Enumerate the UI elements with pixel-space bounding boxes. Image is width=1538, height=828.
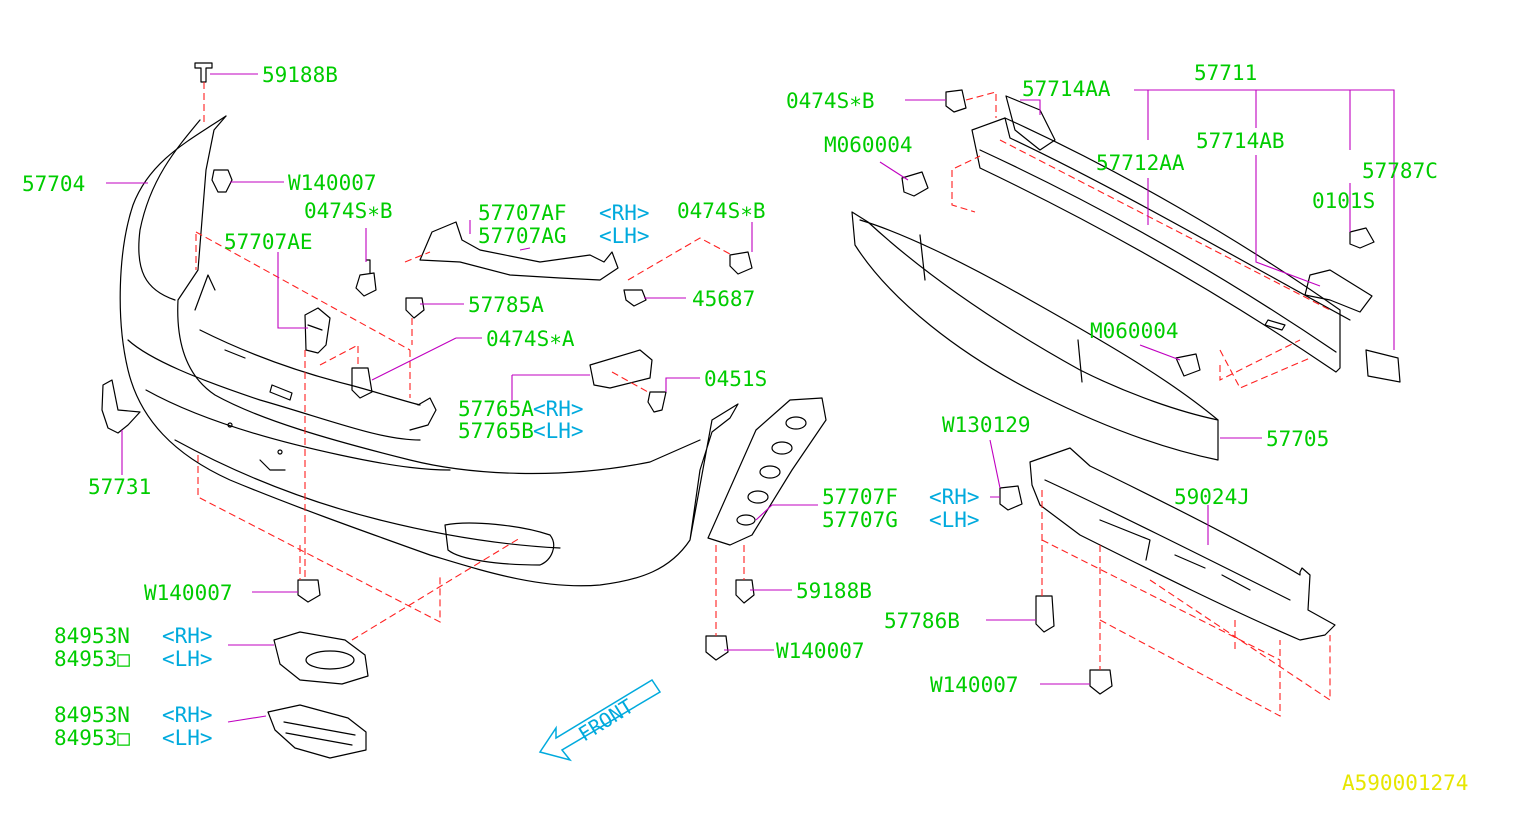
bumper-face-drawing	[119, 115, 739, 587]
label-57731: 57731	[88, 475, 151, 499]
label-84953N-a: 84953N	[54, 624, 130, 648]
label-57707AE: 57707AE	[224, 230, 313, 254]
label-45687: 45687	[692, 287, 755, 311]
label-W140007-left: W140007	[144, 581, 233, 605]
bracket-57707AF-drawing	[419, 221, 619, 281]
clip-45687-drawing	[623, 289, 647, 307]
reference-code: A590001274	[1342, 771, 1468, 795]
grommet-W140007-top-drawing	[211, 169, 233, 193]
label-57765B: 57765B	[458, 419, 534, 443]
label-W140007-right: W140007	[930, 673, 1019, 697]
label-84953N-b: 84953N	[54, 703, 130, 727]
label-0474SB-b: 0474S∗B	[677, 199, 766, 223]
label-57711: 57711	[1194, 61, 1257, 85]
label-57707F: 57707F	[822, 485, 898, 509]
label-0474SB-a: 0474S∗B	[304, 199, 393, 223]
label-side-rh-57707F: <RH>	[929, 485, 980, 509]
label-side-rh-84953N-a: <RH>	[162, 624, 213, 648]
label-0474SA: 0474S∗A	[486, 327, 575, 351]
label-side-lh-57707AG: <LH>	[599, 224, 650, 248]
label-57786B: 57786B	[884, 609, 960, 633]
label-84953O-b: 84953□	[54, 726, 130, 750]
fog-cover-lower-drawing	[267, 704, 367, 759]
label-M060004-b: M060004	[1090, 319, 1179, 343]
label-0474SB-c: 0474S∗B	[786, 89, 875, 113]
reinforcement-beam-57711-drawing	[971, 95, 1373, 373]
bracket-57765A-drawing	[589, 349, 653, 389]
grommet-W140007-right-drawing	[1089, 669, 1113, 695]
under-cover-59024J-drawing	[1029, 447, 1336, 641]
bolt-0474S-b-drawing	[729, 251, 753, 275]
label-side-rh-84953N-b: <RH>	[162, 703, 213, 727]
screw-57786B-drawing	[1035, 595, 1055, 633]
label-side-lh-57765B: <LH>	[533, 419, 584, 443]
label-57714AB: 57714AB	[1196, 129, 1285, 153]
bolt-M060004-b-drawing	[1175, 353, 1201, 377]
front-direction-arrow: FRONT	[538, 678, 662, 762]
label-57714AA: 57714AA	[1022, 77, 1111, 101]
bolt-W130129-drawing	[999, 485, 1023, 511]
label-57707AF: 57707AF	[478, 201, 567, 225]
label-M060004-a: M060004	[824, 133, 913, 157]
label-side-lh-57707G: <LH>	[929, 508, 980, 532]
label-84953O-a: 84953□	[54, 647, 130, 671]
label-side-rh-57707AF: <RH>	[599, 201, 650, 225]
front-label: FRONT	[574, 694, 638, 746]
label-0451S: 0451S	[704, 367, 767, 391]
bracket-57707AE-drawing	[304, 307, 331, 354]
clip-59188B-top-drawing	[194, 62, 213, 83]
label-57705: 57705	[1266, 427, 1329, 451]
label-W140007-top: W140007	[288, 171, 377, 195]
label-59024J: 59024J	[1174, 485, 1250, 509]
clip-57785A-drawing	[405, 297, 425, 319]
label-57787C: 57787C	[1362, 159, 1438, 183]
screw-0451S-drawing	[647, 391, 667, 413]
label-57785A: 57785A	[468, 293, 544, 317]
bolt-M060004-a-drawing	[901, 171, 929, 197]
label-59188B-low: 59188B	[796, 579, 872, 603]
bracket-57787C-drawing	[1365, 349, 1401, 383]
energy-absorber-57705-drawing	[851, 211, 1219, 461]
label-side-lh-84953O-b: <LH>	[162, 726, 213, 750]
label-side-rh-57765A: <RH>	[533, 397, 584, 421]
side-bracket-57731-drawing	[101, 379, 141, 434]
label-side-lh-84953O-a: <LH>	[162, 647, 213, 671]
label-57707G: 57707G	[822, 508, 898, 532]
label-57707AG: 57707AG	[478, 224, 567, 248]
label-57765A: 57765A	[458, 397, 534, 421]
label-57712AA: 57712AA	[1096, 151, 1185, 175]
label-57704: 57704	[22, 172, 85, 196]
label-59188B-top: 59188B	[262, 63, 338, 87]
label-W130129: W130129	[942, 413, 1031, 437]
fog-cover-upper-drawing	[273, 631, 369, 685]
leader-lines	[106, 73, 1395, 723]
label-W140007-mid: W140007	[776, 639, 865, 663]
clip-59188B-low-drawing	[735, 579, 755, 604]
bolt-0474SA-drawing	[351, 367, 373, 399]
right-hidden-lines	[951, 91, 1331, 717]
label-0101S: 0101S	[1312, 189, 1375, 213]
bolt-0474S-c-drawing	[945, 89, 967, 113]
bracket-57707F-drawing	[707, 397, 827, 546]
bolt-0474S-a-drawing	[355, 259, 377, 297]
grommet-W140007-left-drawing	[297, 579, 321, 603]
bolt-0101S-drawing	[1349, 227, 1375, 249]
grommet-W140007-mid-drawing	[705, 635, 729, 661]
left-hidden-lines	[195, 82, 745, 641]
